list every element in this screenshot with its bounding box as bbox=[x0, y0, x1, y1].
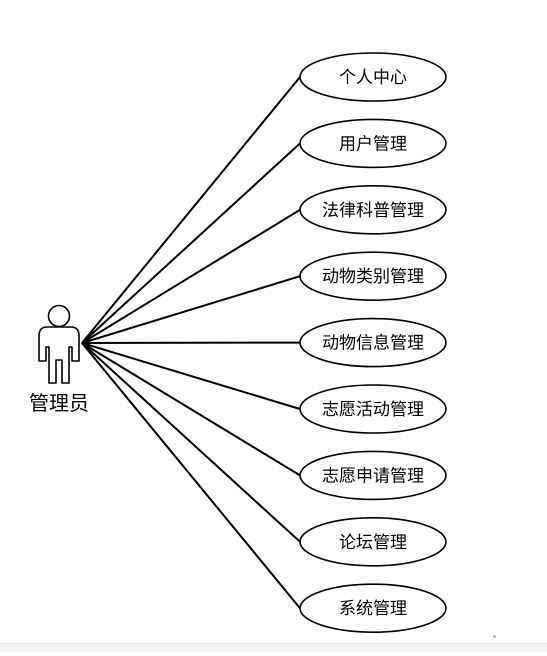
use-case-label: 论坛管理 bbox=[339, 533, 407, 553]
use-case: 法律科普管理 bbox=[300, 186, 446, 234]
use-case: 用户管理 bbox=[300, 119, 446, 167]
use-case-label: 动物信息管理 bbox=[322, 334, 424, 354]
association-line bbox=[82, 143, 300, 343]
use-case: 动物类别管理 bbox=[300, 252, 446, 300]
use-case: 个人中心 bbox=[300, 53, 446, 101]
use-case: 志愿申请管理 bbox=[300, 451, 446, 499]
actor-label: 管理员 bbox=[29, 391, 89, 415]
use-case-label: 动物类别管理 bbox=[322, 267, 424, 287]
actor: 管理员 bbox=[29, 306, 89, 416]
association-line bbox=[82, 343, 300, 475]
association-line bbox=[82, 343, 300, 409]
association-lines bbox=[82, 77, 300, 608]
use-case: 动物信息管理 bbox=[300, 319, 446, 367]
use-case-list: 个人中心用户管理法律科普管理动物类别管理动物信息管理志愿活动管理志愿申请管理论坛… bbox=[300, 53, 446, 632]
association-line bbox=[82, 343, 300, 542]
use-case-label: 法律科普管理 bbox=[322, 201, 424, 221]
use-case: 志愿活动管理 bbox=[300, 385, 446, 433]
use-case-label: 志愿活动管理 bbox=[322, 400, 424, 420]
use-case-label: 个人中心 bbox=[339, 68, 407, 88]
footer-dot bbox=[493, 635, 496, 638]
use-case: 系统管理 bbox=[300, 584, 446, 632]
use-case: 论坛管理 bbox=[300, 518, 446, 566]
use-case-label: 志愿申请管理 bbox=[322, 466, 424, 486]
association-line bbox=[82, 77, 300, 343]
association-line bbox=[82, 210, 300, 343]
use-case-label: 用户管理 bbox=[339, 134, 407, 154]
use-case-label: 系统管理 bbox=[339, 599, 407, 619]
association-line bbox=[82, 343, 300, 608]
association-line bbox=[82, 276, 300, 343]
stick-figure-icon bbox=[39, 306, 79, 384]
